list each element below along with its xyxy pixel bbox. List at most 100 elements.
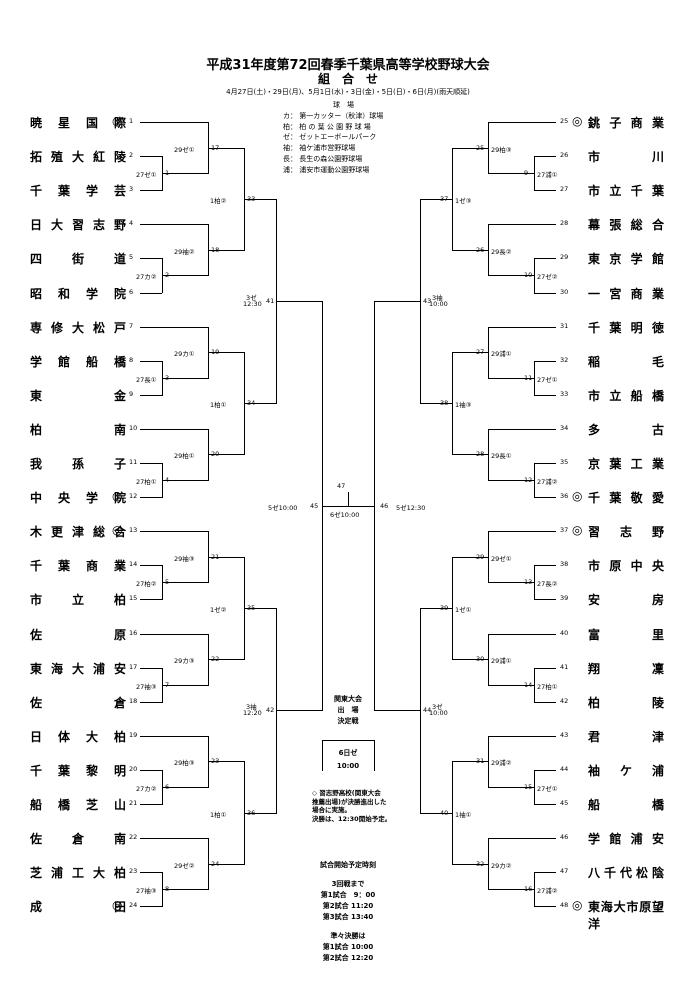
bracket-line [534,360,535,396]
kanto-note-line: 決勝は、12:30開始予定。 [312,814,392,823]
team-number: 16 [129,628,138,637]
team-name: 四街道 [30,252,126,267]
bracket-line [420,403,452,405]
bracket-line [488,531,489,584]
team-number: 34 [560,423,569,432]
match-label: 29カ② [491,861,512,870]
bracket-line [208,454,244,456]
bracket-line [140,633,208,635]
bracket-line [534,804,556,805]
bracket-line [534,872,556,874]
team-name: 東海大市原望洋 [588,900,664,932]
match-number: 39 [440,603,449,612]
bracket-line [140,769,162,771]
semifinal-label: 5ゼ10:00 [268,503,298,512]
team-name: 暁星国際 [30,116,126,130]
match-label: 27浦② [537,887,558,896]
bracket-line [534,701,556,703]
match-number: 20 [211,450,220,459]
team-name: 中央学院 [30,491,126,506]
team-name: 芝浦工大柏 [30,866,126,881]
bracket-line [488,531,556,533]
bracket-line [276,710,322,712]
team-number: 21 [129,799,138,807]
team-name: 翔凜 [588,661,664,676]
match-label: 1ゼ③ [455,196,472,205]
bracket-line [488,684,534,686]
kanto-time: 10:00 [336,762,360,770]
bracket-line [208,147,244,149]
match-number: 21 [211,552,220,561]
match-label: 27浦② [537,478,558,487]
match-label: 1ゼ② [210,605,227,614]
match-number: 30 [476,655,485,664]
team-number: 35 [560,458,569,466]
bracket-line [488,377,534,379]
match-number: 40 [440,808,449,817]
team-name: 多古 [588,422,664,437]
bracket-line [534,463,556,464]
match-label: 1柏① [210,810,227,819]
bracket-line [140,838,208,840]
team-name: 幕張総合 [588,218,664,233]
bracket-line [534,599,556,601]
match-label: 27ゼ① [537,375,558,384]
team-name: 市原中央 [588,559,664,574]
bracket-line [488,122,556,123]
team-name: 拓殖大紅陵 [30,150,126,165]
schedule-row: 第2試合 12:20 [322,954,374,962]
bracket-line [162,684,208,686]
venue-row: 浦： 浦安市運動公園野球場 [283,165,370,174]
bracket-line [488,224,489,277]
match-label: 10:00 [429,709,448,718]
match-number: 9 [524,169,529,178]
team-name: 柏陵 [588,695,664,710]
team-number: 25 [560,117,569,125]
match-label: 27袖③ [136,887,157,896]
bracket-line [534,667,556,669]
bracket-line [140,497,162,499]
semifinal-label: 5ゼ12:30 [396,503,426,512]
schedule-row: 第1試合 10:00 [322,943,374,951]
bracket-line [534,394,556,396]
bracket-line [208,659,244,661]
bracket-line [534,497,556,499]
team-number: 5 [129,253,134,262]
bracket-line [452,352,488,354]
bracket-line [488,838,489,891]
match-number: 5 [165,578,170,587]
match-number: 41 [266,297,275,306]
team-number: 2 [129,151,134,160]
team-number: 31 [560,321,569,330]
venue-row: カ： 第一カッター（秋津）球場 [283,111,384,120]
venue-heading: 球 場 [333,101,354,109]
match-number: 38 [440,399,449,408]
team-number: 27 [560,185,569,194]
match-number: 31 [476,757,485,766]
bracket-line [488,122,489,175]
kanto-decider-schedule: 6日ゼ 10:00 [318,747,378,773]
bracket-line [140,701,162,703]
bracket-line [140,565,162,567]
team-number: 44 [560,764,569,773]
bracket-line [534,667,535,703]
page-title: 平成31年度第72回春季千葉県高等学校野球大会 [206,58,490,73]
team-number: 40 [560,628,569,637]
match-label: 27ゼ① [537,784,558,793]
bracket-line [488,735,489,788]
match-number: 12 [524,476,533,485]
team-number: 22 [129,833,138,842]
bracket-line [162,275,208,277]
bracket-line [140,599,162,601]
match-label: 29長② [491,247,512,256]
bracket-line [452,761,453,865]
bracket-line [322,740,374,741]
bracket-line [488,735,556,737]
match-label: 29浦① [491,350,512,359]
team-name: 銚子商業 [588,116,664,130]
bracket-line [488,633,489,686]
team-name: 佐原 [30,627,126,642]
team-name: 市立千葉 [588,184,664,199]
bracket-line [140,360,162,362]
bracket-line [162,173,208,175]
